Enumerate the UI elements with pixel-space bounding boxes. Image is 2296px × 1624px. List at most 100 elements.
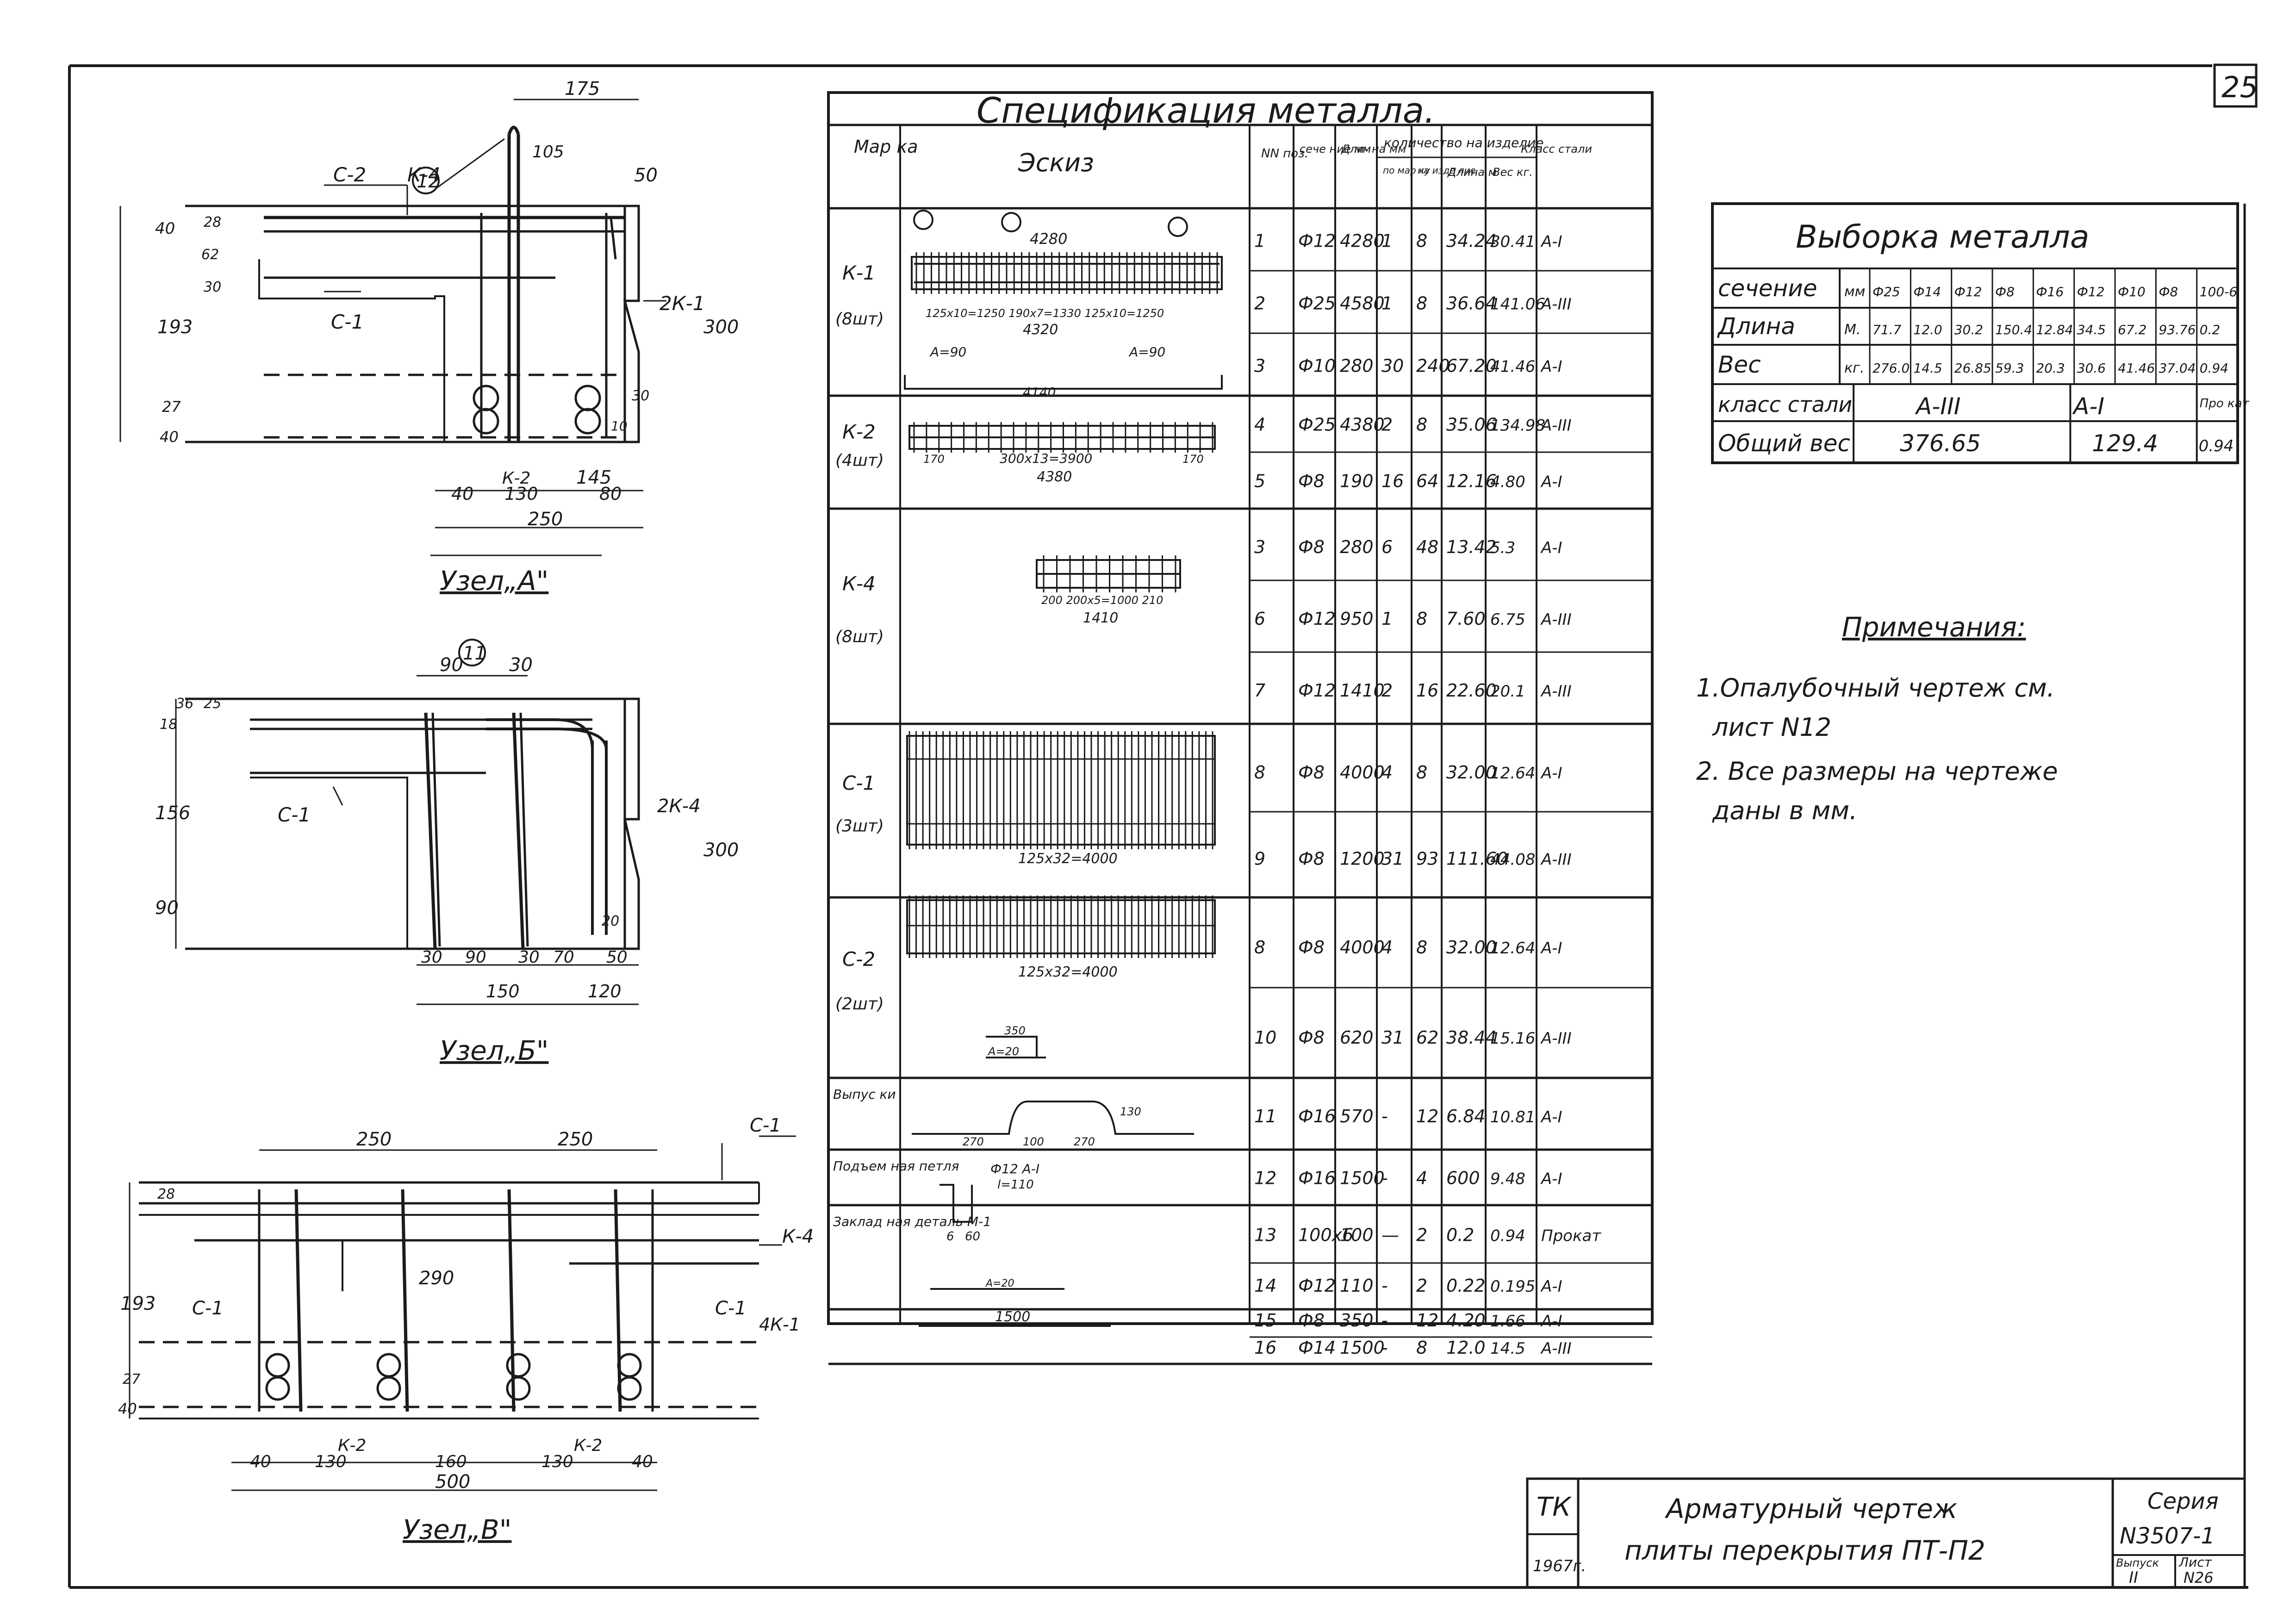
node-a-label-2k1: 2К-1 <box>660 292 705 315</box>
title-block-issue-value: II <box>2129 1568 2138 1587</box>
takeoff-unit-section: мм <box>1844 284 1865 300</box>
takeoff-cell-length: 30.2 <box>1954 322 1983 337</box>
takeoff-cell-length: 0.2 <box>2200 322 2221 337</box>
note-line-2: лист N12 <box>1712 713 1831 742</box>
spec-cell-weight: 141.06 <box>1490 295 1545 314</box>
node-a-dim-250: 250 <box>528 509 563 530</box>
spec-cell-section: Ф25 <box>1298 415 1336 435</box>
notes-title: Примечания: <box>1842 611 2026 643</box>
spec-cell-length: 4000 <box>1340 762 1385 783</box>
spec-cell-length: 570 <box>1340 1106 1374 1126</box>
node-b-dim-70: 70 <box>553 948 574 967</box>
sketch-k1-circle <box>913 210 933 230</box>
node-b-title: Узел„Б" <box>440 1035 548 1066</box>
node-a-dim-80: 80 <box>599 484 622 504</box>
spec-cell-len_m: 22.60 <box>1446 680 1497 701</box>
sketch-m1-60: 60 <box>965 1230 980 1244</box>
takeoff-cell-length: 12.84 <box>2036 322 2073 337</box>
spec-cell-qty_item: 12 <box>1416 1106 1438 1126</box>
spec-cell-len_m: 0.2 <box>1446 1225 1474 1245</box>
spec-cell-steel: Прокат <box>1541 1227 1601 1245</box>
spec-cell-weight: 4.80 <box>1490 473 1525 492</box>
title-block-year: 1967г. <box>1533 1557 1586 1575</box>
node-a-dim-40: 40 <box>155 219 175 238</box>
spec-mark-count: (4шт) <box>835 451 884 470</box>
spec-cell-section: Ф8 <box>1298 537 1325 557</box>
spec-cell-qty_item: 4 <box>1416 1168 1427 1188</box>
sketch-r16: 1500 <box>995 1309 1030 1325</box>
spec-cell-qty_mark: 2 <box>1381 415 1393 435</box>
title-block-title-1: Арматурный чертеж <box>1664 1493 1957 1524</box>
node-b-dim-30a: 30 <box>421 948 442 967</box>
spec-cell-len_m: 111.60 <box>1446 849 1508 869</box>
spec-cell-qty_mark: 1 <box>1381 293 1393 314</box>
spec-cell-length: 620 <box>1340 1027 1374 1048</box>
title-block-series-number: N3507-1 <box>2120 1523 2215 1549</box>
takeoff-cell-section: Ф8 <box>2159 284 2178 299</box>
takeoff-row-label-section: сечение <box>1718 275 1817 302</box>
spec-cell-pos: 1 <box>1254 231 1265 251</box>
spec-cell-section: Ф12 <box>1298 1276 1336 1296</box>
spec-mark: С-2 <box>842 948 875 971</box>
spec-cell-qty_item: 240 <box>1416 356 1450 376</box>
node-v-dim-160: 160 <box>435 1452 467 1471</box>
spec-header-length: Дли- на мм <box>1341 143 1406 156</box>
node-b-dim-120: 120 <box>588 981 622 1002</box>
spec-cell-weight: 12.64 <box>1490 939 1535 958</box>
node-a-dim-105: 105 <box>532 143 564 162</box>
spec-cell-qty_mark: - <box>1381 1168 1388 1188</box>
sketch-petl-a: 270 <box>963 1135 984 1148</box>
spec-cell-qty_item: 8 <box>1416 231 1427 251</box>
spec-mark: С-1 <box>842 772 875 795</box>
sketch-k2-mid: 300х13=3900 <box>1000 451 1092 466</box>
takeoff-cell-section: Ф10 <box>2118 284 2146 299</box>
node-v-label-c1-left: С-1 <box>192 1298 224 1319</box>
spec-mark: Выпус ки <box>833 1087 896 1102</box>
spec-cell-steel: А-III <box>1540 1339 1572 1358</box>
spec-cell-qty_mark: - <box>1381 1338 1388 1358</box>
spec-cell-weight: 44.08 <box>1490 851 1535 869</box>
takeoff-cell-section: Ф14 <box>1913 284 1941 299</box>
takeoff-steel-prokat: Про кат <box>2200 397 2250 411</box>
spec-cell-qty_mark: 6 <box>1381 537 1393 557</box>
spec-cell-weight: 10.81 <box>1490 1108 1535 1126</box>
spec-mark-count: (8шт) <box>835 310 884 329</box>
takeoff-row-label-weight: Вес <box>1718 351 1761 378</box>
spec-cell-pos: 6 <box>1254 609 1265 629</box>
takeoff-cell-length: 67.2 <box>2118 322 2147 337</box>
spec-cell-steel: А-I <box>1540 358 1562 376</box>
spec-cell-section: Ф8 <box>1298 937 1325 958</box>
spec-cell-steel: А-III <box>1540 417 1572 435</box>
spec-mark: К-4 <box>842 572 876 595</box>
spec-cell-length: 1500 <box>1340 1338 1385 1358</box>
spec-cell-pos: 9 <box>1254 849 1265 869</box>
spec-cell-len_m: 12.16 <box>1446 471 1497 492</box>
spec-cell-len_m: 7.60 <box>1446 609 1486 629</box>
spec-cell-qty_item: 8 <box>1416 609 1427 629</box>
spec-cell-qty_item: 2 <box>1416 1225 1427 1245</box>
node-a-dim-28: 28 <box>204 214 221 230</box>
sketch-c1-bot: 125х32=4000 <box>1018 851 1118 867</box>
spec-cell-pos: 3 <box>1254 537 1265 557</box>
spec-cell-qty_mark: - <box>1381 1310 1388 1331</box>
node-v-label-k2a: К-2 <box>338 1436 366 1455</box>
spec-cell-weight: 1.66 <box>1490 1312 1525 1331</box>
node-b-dim-90a: 90 <box>465 948 486 967</box>
title-block-org: ТК <box>1537 1492 1572 1522</box>
spec-cell-pos: 4 <box>1254 415 1265 435</box>
sketch-k1-top: 4280 <box>1030 230 1067 248</box>
spec-cell-section: Ф16 <box>1298 1168 1336 1188</box>
takeoff-cell-section: Ф8 <box>1995 284 2015 299</box>
spec-cell-qty_mark: - <box>1381 1106 1388 1126</box>
spec-cell-qty_item: 8 <box>1416 415 1427 435</box>
spec-mark: Подъем ная петля <box>833 1158 959 1174</box>
node-v-label-k4: К-4 <box>782 1226 814 1247</box>
node-a-dim-145: 145 <box>576 467 611 488</box>
spec-cell-length: 4280 <box>1340 231 1385 251</box>
spec-header-mark: Мар ка <box>854 137 918 157</box>
spec-cell-steel: А-I <box>1540 233 1562 251</box>
spec-cell-length: 4380 <box>1340 415 1385 435</box>
node-a-dim-300: 300 <box>703 317 739 338</box>
spec-cell-qty_item: 48 <box>1416 537 1438 557</box>
